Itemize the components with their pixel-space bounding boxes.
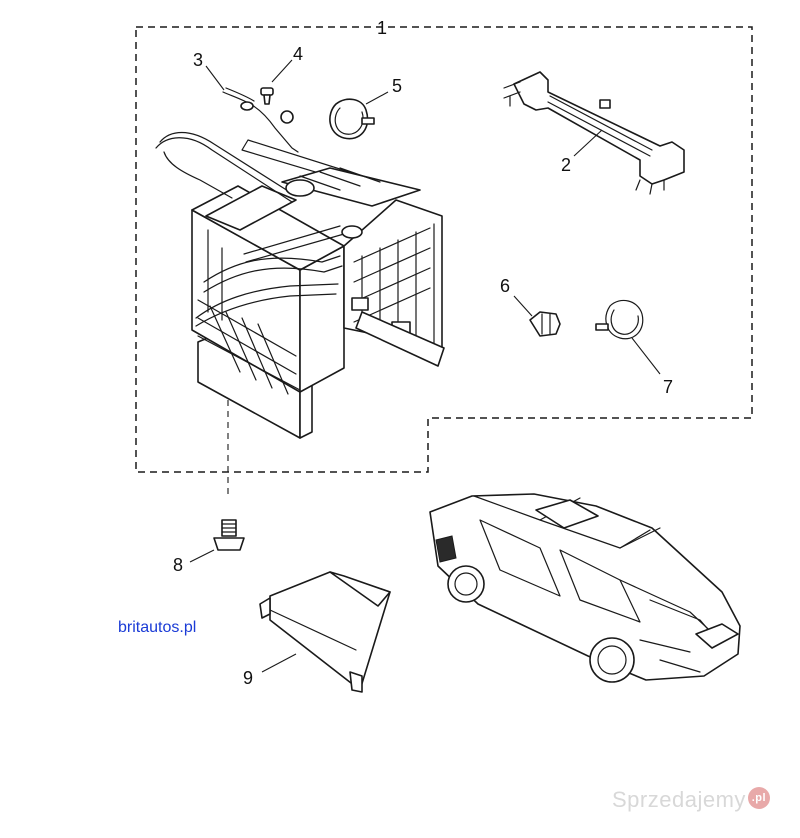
callout-7: 7 — [663, 377, 673, 397]
main-housing-unit — [155, 132, 445, 496]
callout-5: 5 — [392, 76, 402, 96]
watermark-badge: .pl — [747, 787, 770, 809]
assembly-boundary — [135, 26, 753, 473]
part-2-bracket — [503, 71, 685, 195]
part-3-harness-lead — [222, 87, 299, 153]
part-8-bolt — [213, 519, 245, 551]
leader-lines — [189, 59, 661, 673]
part-6-grommet — [529, 311, 561, 337]
car-illustration — [429, 493, 741, 683]
callout-4: 4 — [293, 44, 303, 64]
part-4-push-clip — [260, 87, 294, 124]
callout-8: 8 — [173, 555, 183, 575]
callout-1: 1 — [377, 18, 387, 38]
callout-3: 3 — [193, 50, 203, 70]
callout-9: 9 — [243, 668, 253, 688]
watermark: Sprzedajemy.pl — [612, 787, 770, 813]
part-5-cable-tie — [329, 98, 375, 140]
callout-labels: 1 2 3 4 5 6 7 8 9 — [173, 18, 673, 688]
credit-text: britautos.pl — [118, 619, 197, 636]
callout-6: 6 — [500, 276, 510, 296]
part-7-cable-tie — [595, 299, 644, 340]
watermark-text: Sprzedajemy — [612, 787, 746, 812]
callout-2: 2 — [561, 155, 571, 175]
part-9-cover-panel — [259, 571, 391, 693]
